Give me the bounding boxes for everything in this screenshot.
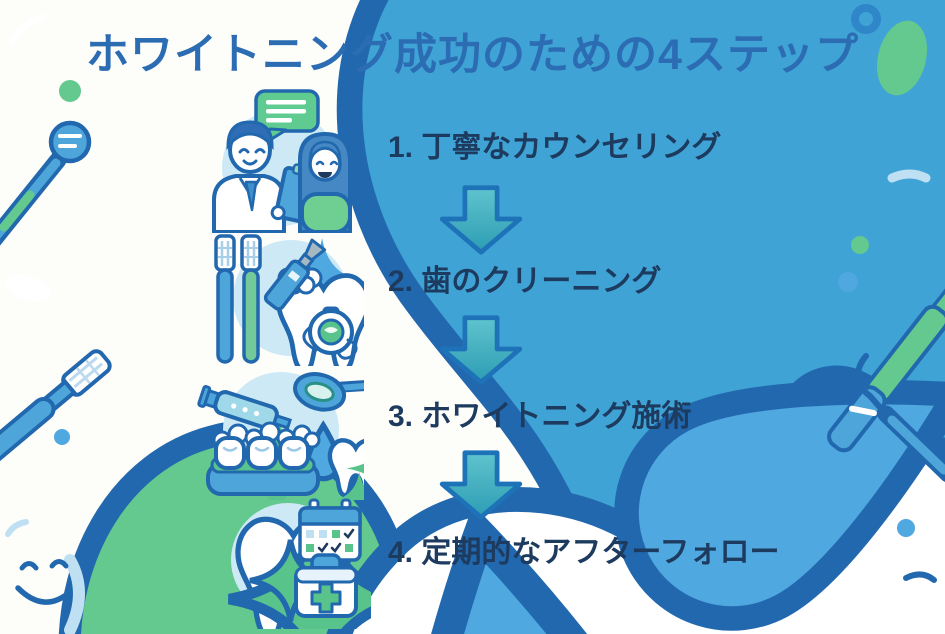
green-dot bbox=[851, 236, 869, 254]
green-dot bbox=[59, 80, 81, 102]
toothbrush-icon bbox=[214, 234, 236, 364]
step2-cleaning-illustration bbox=[214, 234, 364, 366]
calendar-icon bbox=[298, 498, 362, 562]
white-tooth-icon bbox=[876, 20, 945, 634]
green-dot bbox=[121, 556, 139, 574]
step1-label: 1. 丁寧なカウンセリング bbox=[388, 131, 722, 164]
green-tooth-icon bbox=[864, 571, 937, 600]
electric-toothbrush-icon bbox=[827, 283, 945, 453]
step4-label: 4. 定期的なアフターフォロー bbox=[388, 536, 780, 569]
step3-label: 3. ホワイトニング施術 bbox=[388, 400, 692, 433]
water-drop-icon bbox=[588, 300, 945, 634]
white-tooth-icon bbox=[887, 169, 931, 183]
down-arrow-icon bbox=[436, 314, 526, 386]
down-arrow-icon bbox=[436, 449, 526, 521]
blue-dot bbox=[897, 519, 915, 537]
toothbrush-icon bbox=[0, 349, 112, 484]
down-arrow-icon bbox=[436, 184, 526, 256]
step4-aftercare-illustration bbox=[228, 498, 371, 629]
water-drop-icon bbox=[938, 187, 945, 634]
dental-mirror-icon bbox=[0, 120, 92, 246]
page-title: ホワイトニング成功のための4ステップ bbox=[86, 31, 859, 79]
step1-counseling-illustration bbox=[212, 89, 352, 233]
blue-dot bbox=[838, 272, 858, 292]
step3-whitening-illustration bbox=[197, 372, 364, 500]
gum-teeth-row bbox=[206, 421, 321, 496]
toothbrush-icon bbox=[240, 234, 262, 364]
dental-probe-icon bbox=[855, 353, 945, 482]
blue-dot bbox=[54, 429, 70, 445]
patient-figure bbox=[298, 132, 352, 233]
step2-label: 2. 歯のクリーニング bbox=[388, 265, 662, 298]
